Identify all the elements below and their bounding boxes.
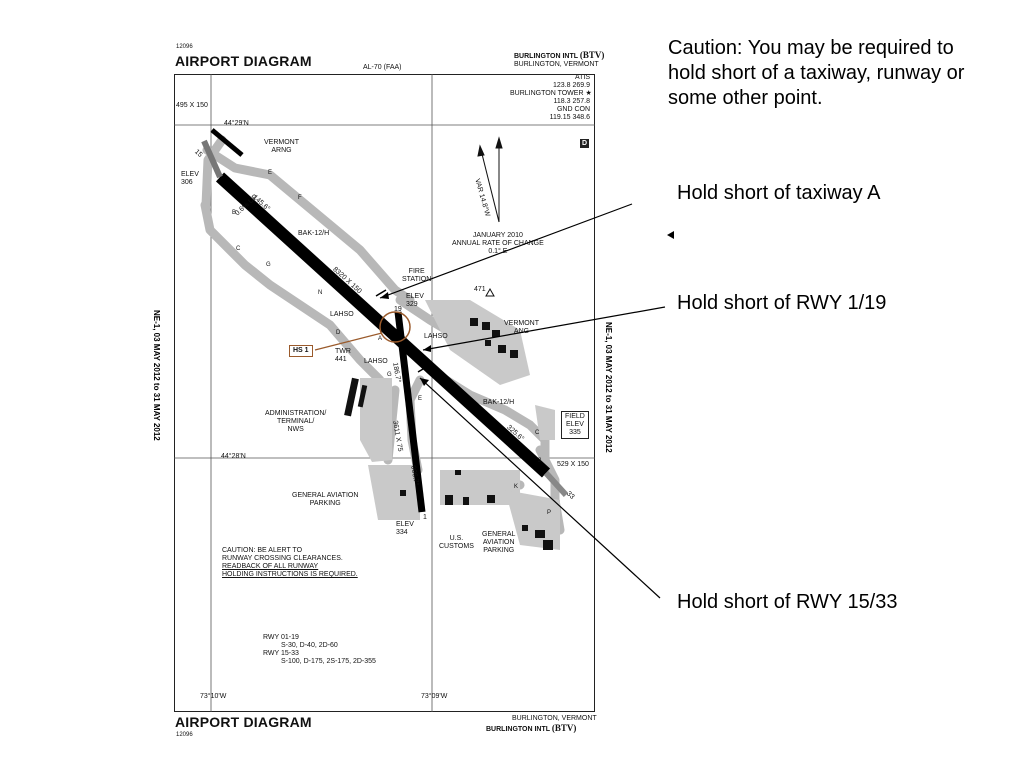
stray-arrowhead	[667, 231, 674, 239]
latitude-mid: 44°28'N	[221, 453, 246, 460]
taxiway-letter: G	[266, 262, 271, 268]
ga-parking-right: GENERAL AVIATION PARKING	[482, 531, 516, 554]
customs-label: U.S. CUSTOMS	[439, 535, 474, 550]
taxiway-letter: K	[514, 484, 519, 490]
taxiway-letter: A	[378, 336, 383, 342]
taxiway-letter: E	[418, 396, 423, 402]
vermont-ang-label: VERMONT ANG	[504, 320, 539, 335]
obstacle-icon	[485, 287, 495, 297]
field-elev-box: FIELD ELEV 335	[561, 411, 589, 439]
latitude-top: 44°29'N	[224, 120, 249, 127]
vermont-arng-label: VERMONT ARNG	[264, 139, 299, 154]
lahso-label-3: LAHSO	[364, 358, 388, 365]
rwy-1-label: 1	[423, 514, 427, 521]
taxiway-letter: D	[336, 330, 341, 336]
elev-329-label: ELEV 329	[406, 293, 424, 308]
city-top: BURLINGTON, VERMONT	[514, 61, 599, 68]
comm-badge: D	[580, 139, 589, 148]
tower-label: TWR 441	[335, 348, 351, 363]
chart-title-top: AIRPORT DIAGRAM	[175, 53, 312, 69]
runway-15-33	[215, 172, 551, 478]
hold-short-rwy-15-33: Hold short of RWY 15/33	[677, 591, 898, 613]
taxiway-letter: E	[268, 170, 273, 176]
chart-id-bottom: 12096	[176, 732, 193, 738]
longitude-left: 73°10'W	[200, 693, 227, 700]
airport-name-top: BURLINGTON INTL (BTV)	[514, 50, 605, 61]
taxiway-letter: J	[538, 458, 541, 464]
chart-id-top: 12096	[176, 44, 193, 50]
chart-title-bottom: AIRPORT DIAGRAM	[175, 714, 312, 730]
taxiway-letter: G	[387, 372, 392, 378]
rwy-dims-right: 529 X 150	[557, 461, 589, 468]
caution-note: CAUTION: BE ALERT TO RUNWAY CROSSING CLE…	[222, 547, 358, 578]
taxiway-letter: C	[236, 246, 241, 252]
hold-short-taxiway-a: Hold short of taxiway A	[677, 182, 881, 204]
runway-strength-note: RWY 01-19 S-30, D-40, 2D-60 RWY 15-33 S-…	[263, 634, 376, 665]
taxiway-letter: B	[232, 210, 237, 216]
longitude-right: 73°09'W	[421, 693, 448, 700]
bak-label-top: BAK-12/H	[298, 230, 330, 237]
hot-spot-circle	[379, 311, 411, 343]
taxiway-letter: F	[298, 195, 302, 201]
taxiway-letter: N	[318, 290, 323, 296]
bak-label-bottom: BAK-12/H	[483, 399, 515, 406]
chart-frame	[174, 74, 595, 712]
north-arrow-icon	[477, 136, 503, 223]
rwy-dims-top: 495 X 150	[176, 102, 208, 109]
hot-spot-hs1: HS 1	[289, 345, 313, 357]
hold-short-rwy-1-19: Hold short of RWY 1/19	[677, 292, 887, 314]
ga-parking-left: GENERAL AVIATION PARKING	[292, 492, 359, 507]
aprons	[360, 300, 560, 550]
airport-name-bottom: BURLINGTON INTL (BTV)	[486, 723, 577, 734]
caution-annotation: Caution: You may be required to hold sho…	[668, 37, 965, 109]
lahso-label-2: LAHSO	[424, 333, 448, 340]
elev-334-label: ELEV 334	[396, 521, 414, 536]
elev-306-label: ELEV 306	[181, 171, 199, 186]
rwy-19-label: 19	[394, 306, 402, 313]
buildings	[344, 318, 553, 550]
lahso-marks	[375, 289, 429, 373]
fire-station-label: FIRE STATION	[402, 268, 432, 283]
taxiway-letter: C	[535, 430, 540, 436]
obstacle-471: 471	[474, 286, 486, 293]
admin-terminal-label: ADMINISTRATION/ TERMINAL/ NWS	[265, 410, 327, 433]
taxiway-letter: P	[547, 510, 552, 516]
procedure-number: AL-70 (FAA)	[363, 64, 402, 71]
city-bottom: BURLINGTON, VERMONT	[512, 715, 597, 722]
runway-01-19	[394, 311, 426, 513]
lahso-label-1: LAHSO	[330, 311, 354, 318]
comm-frequencies: ATIS 123.8 269.9 BURLINGTON TOWER ★ 118.…	[510, 74, 592, 121]
